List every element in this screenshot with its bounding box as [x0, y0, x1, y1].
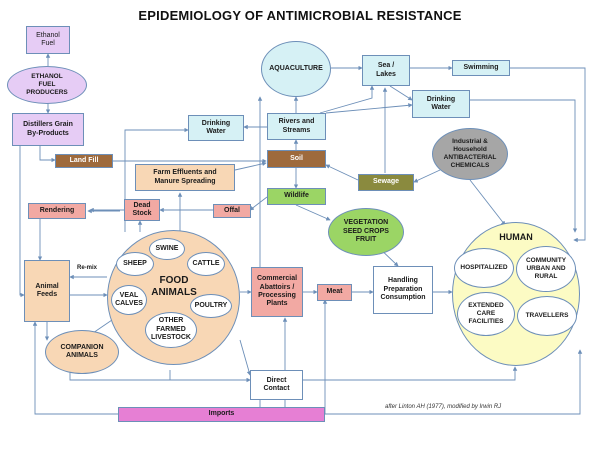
hospitalized-ellipse: HOSPITALIZED: [454, 248, 514, 288]
sewage-box: Sewage: [358, 174, 414, 191]
handling-preparation-consumption-box: Handling Preparation Consumption: [373, 266, 433, 314]
ethanol-fuel-producers-ellipse: ETHANOL FUEL PRODUCERS: [7, 66, 87, 104]
diagram-title: EPIDEMIOLOGY OF ANTIMICROBIAL RESISTANCE: [138, 8, 462, 23]
rendering-box: Rendering: [28, 203, 86, 219]
drinking-water-left-box: Drinking Water: [188, 115, 244, 141]
veal-calves-ellipse: VEAL CALVES: [111, 285, 147, 315]
aquaculture-ellipse: AQUACULTURE: [261, 41, 331, 97]
wildlife-box: Wildlife: [267, 188, 326, 205]
companion-animals-ellipse: COMPANION ANIMALS: [45, 330, 119, 374]
farm-effluents-box: Farm Effluents and Manure Spreading: [135, 164, 235, 191]
drinking-water-right-box: Drinking Water: [412, 90, 470, 118]
re-mix-label: Re-mix: [76, 265, 97, 272]
commercial-abattoirs-box: Commercial Abattoirs / Processing Plants: [251, 267, 303, 317]
vegetation-seed-crops-fruit-ellipse: VEGETATION SEED CROPS FRUIT: [328, 208, 404, 256]
ethanol-fuel-box: Ethanol Fuel: [26, 26, 70, 54]
industrial-household-chemicals-ellipse: Industrial & Household ANTIBACTERIAL CHE…: [432, 128, 508, 180]
travellers-ellipse: TRAVELLERS: [517, 296, 577, 336]
swine-ellipse: SWINE: [149, 238, 185, 260]
direct-contact-box: Direct Contact: [250, 370, 303, 400]
distillers-grain-box: Distillers Grain By-Products: [12, 113, 84, 146]
poultry-ellipse: POULTRY: [190, 294, 232, 318]
dead-stock-box: Dead Stock: [124, 199, 160, 221]
human-label: HUMAN: [499, 231, 533, 242]
sheep-ellipse: SHEEP: [116, 252, 154, 276]
extended-care-facilities-ellipse: EXTENDED CARE FACILITIES: [457, 292, 515, 336]
soil-box: Soil: [267, 150, 326, 168]
meat-box: Meat: [317, 284, 352, 301]
community-urban-rural-ellipse: COMMUNITY URBAN AND RURAL: [516, 246, 576, 292]
source-caption: after Linton AH (1977), modified by Irwi…: [385, 404, 502, 410]
food-animals-label: FOOD ANIMALS: [151, 275, 197, 298]
animal-feeds-box: Animal Feeds: [24, 260, 70, 322]
rivers-and-streams-box: Rivers and Streams: [267, 113, 326, 140]
land-fill-box: Land Fill: [55, 154, 113, 168]
offal-box: Offal: [213, 204, 251, 218]
swimming-box: Swimming: [452, 60, 510, 76]
imports-bar: Imports: [118, 407, 325, 422]
other-farmed-livestock-ellipse: OTHER FARMED LIVESTOCK: [145, 312, 197, 348]
sea-lakes-box: Sea / Lakes: [362, 55, 410, 86]
cattle-ellipse: CATTLE: [187, 252, 225, 276]
